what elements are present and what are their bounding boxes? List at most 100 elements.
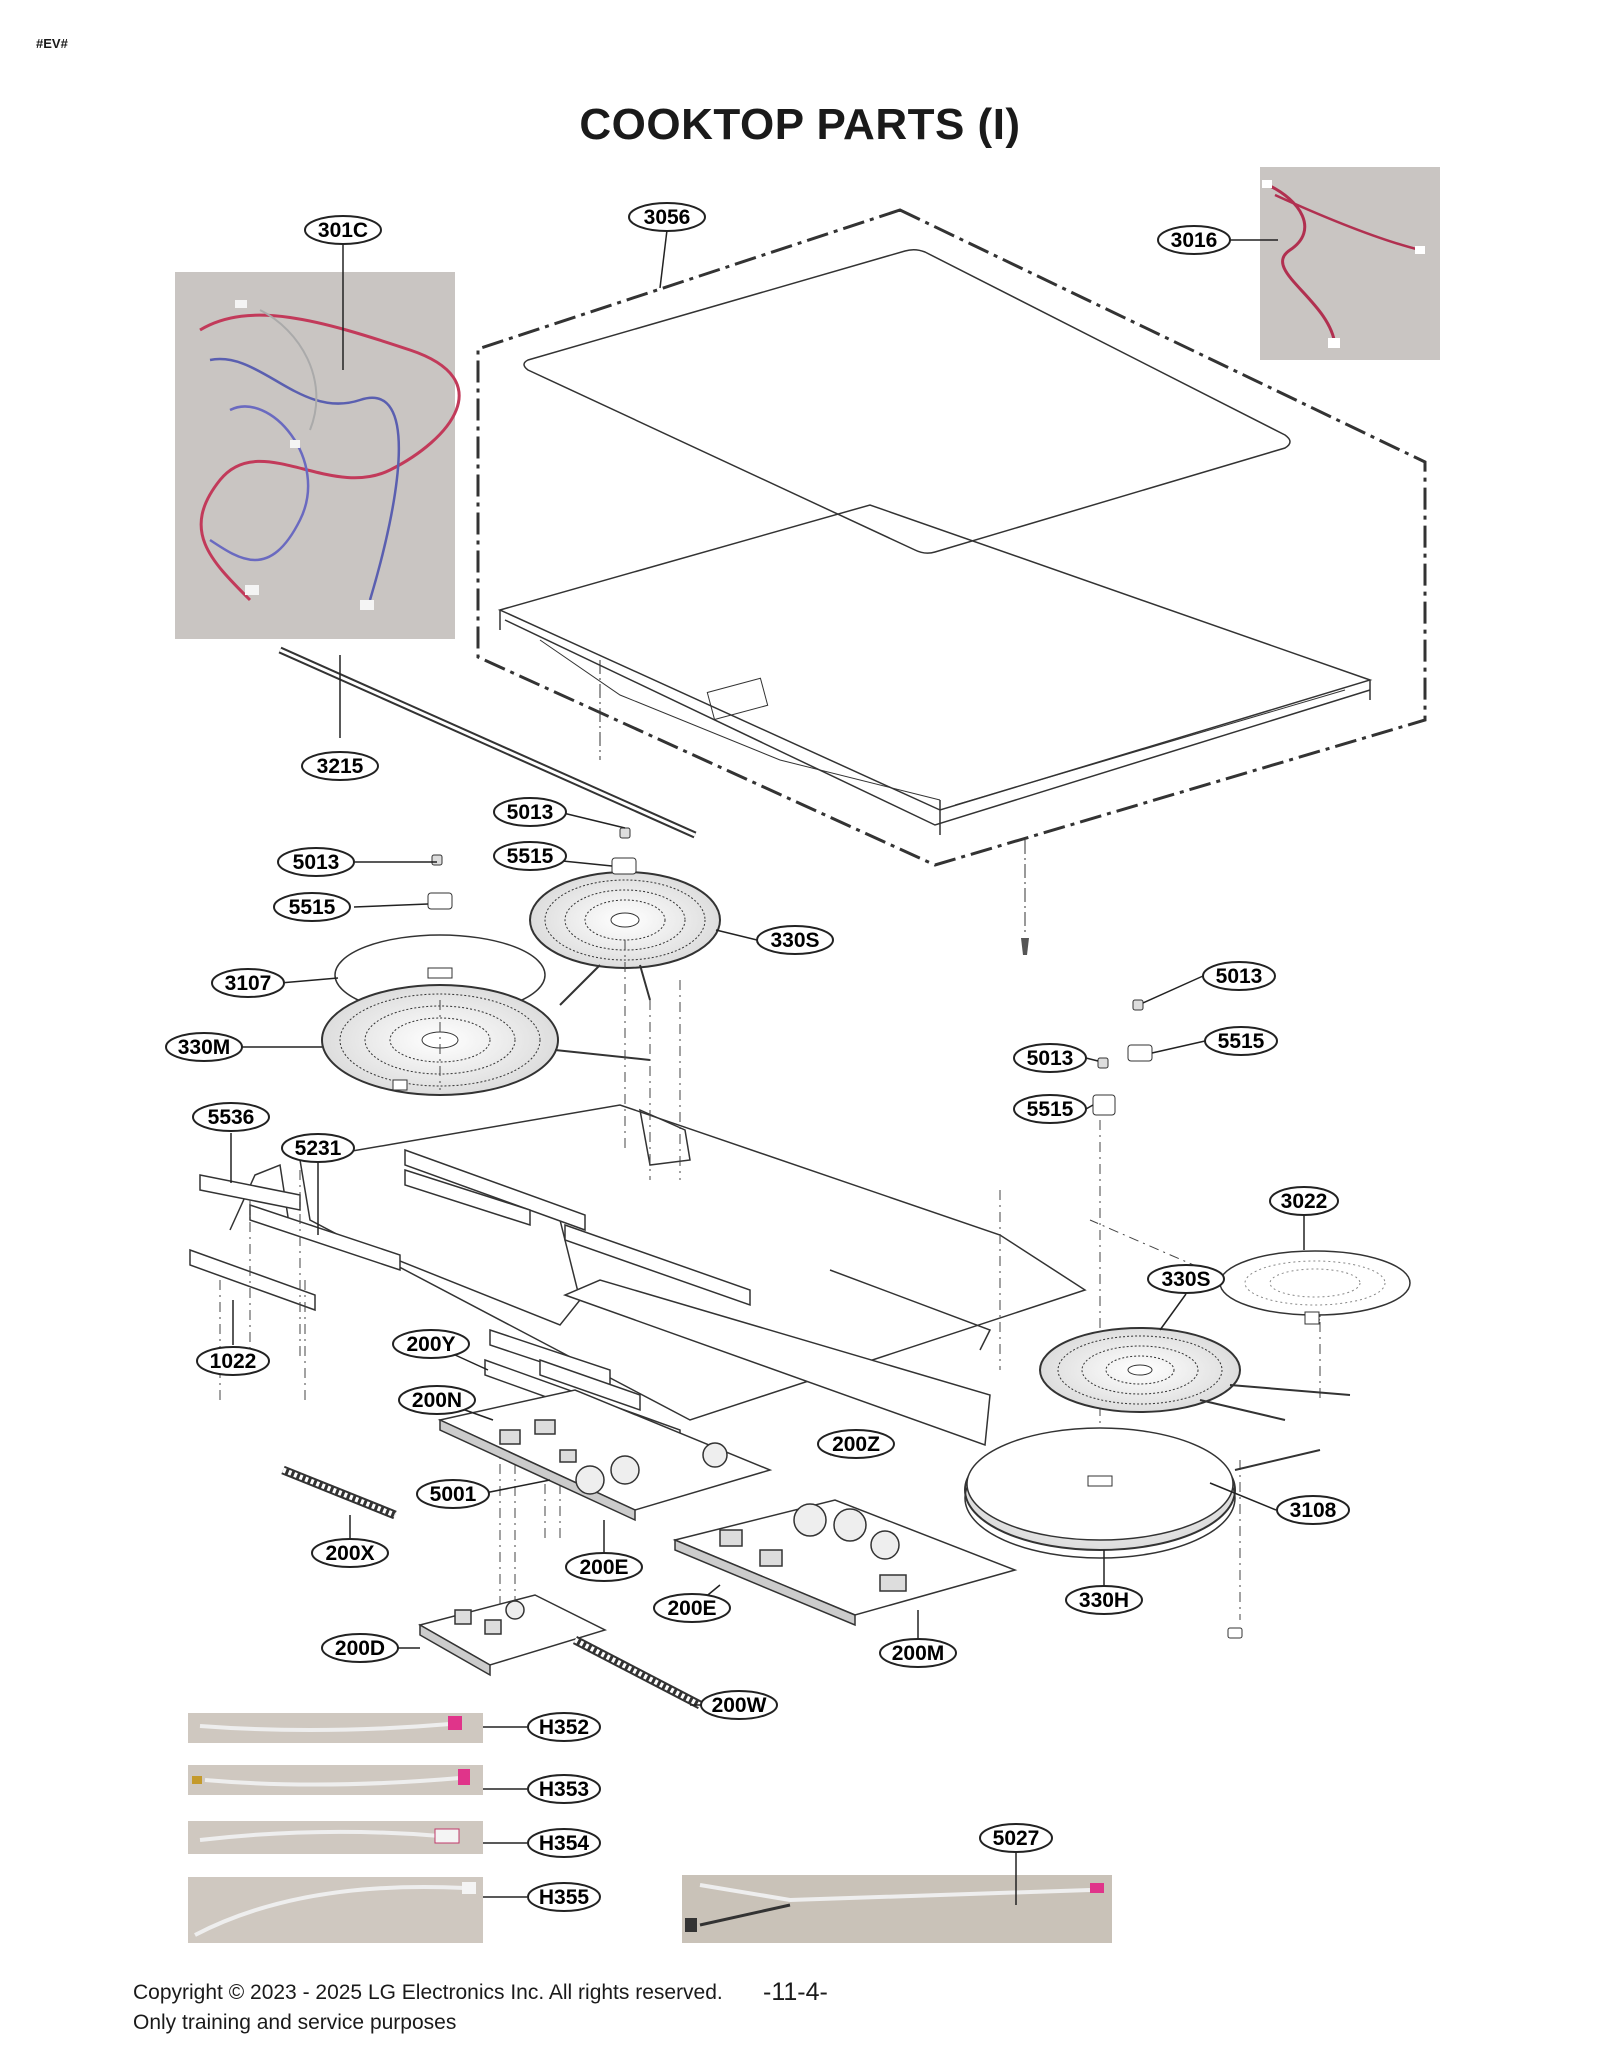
sensor-photo-5027 xyxy=(682,1875,1112,1943)
callout-5536: 5536 xyxy=(192,1102,270,1132)
part-number: 330H xyxy=(1079,1589,1129,1612)
callout-200Z: 200Z xyxy=(817,1429,895,1459)
part-number: 330S xyxy=(1161,1268,1210,1291)
wire-harness-photo-3016 xyxy=(1260,167,1440,360)
callout-330S-b: 330S xyxy=(1147,1264,1225,1294)
part-number: 200D xyxy=(335,1637,385,1660)
part-number: 200E xyxy=(579,1556,628,1579)
pcb-200D xyxy=(418,1594,608,1677)
callout-H353: H353 xyxy=(527,1774,601,1804)
part-number: 3022 xyxy=(1281,1190,1328,1213)
callout-330H: 330H xyxy=(1065,1585,1143,1615)
part-number: 200Y xyxy=(406,1333,455,1356)
callout-3215: 3215 xyxy=(301,751,379,781)
brackets-5515-right xyxy=(1092,999,1243,1639)
part-number: H355 xyxy=(539,1886,590,1909)
callout-200M: 200M xyxy=(879,1638,957,1668)
callout-5013-a: 5013 xyxy=(493,797,567,827)
callout-330M: 330M xyxy=(165,1032,243,1062)
part-number: 5515 xyxy=(1218,1030,1265,1053)
callout-5515-d: 5515 xyxy=(1013,1094,1087,1124)
part-number: 5515 xyxy=(507,845,554,868)
part-number: 5013 xyxy=(1216,965,1263,988)
part-number: 3215 xyxy=(317,755,364,778)
part-number: 1022 xyxy=(210,1350,257,1373)
strip-200X xyxy=(281,1465,397,1520)
part-number: 3016 xyxy=(1171,229,1218,252)
callout-3056: 3056 xyxy=(628,202,706,232)
part-number: 200Z xyxy=(832,1433,880,1456)
part-number: 200W xyxy=(712,1694,767,1717)
usage-notice: Only training and service purposes xyxy=(133,2011,457,2034)
sensor-photo-H353 xyxy=(188,1765,483,1795)
part-number: H353 xyxy=(539,1778,589,1801)
part-number: 5536 xyxy=(208,1106,255,1129)
cooktop-glass-frame-assembly xyxy=(476,208,1427,955)
page-number: -11-4- xyxy=(763,1978,828,2006)
callout-3107: 3107 xyxy=(211,968,285,998)
pcb-200N xyxy=(437,1389,773,1522)
part-number: 5013 xyxy=(1027,1047,1074,1070)
part-number: 5013 xyxy=(293,851,340,874)
callout-200W: 200W xyxy=(700,1690,778,1720)
part-number: 5231 xyxy=(295,1137,342,1160)
callout-200E-b: 200E xyxy=(653,1593,731,1623)
pcb-200M xyxy=(672,1499,1018,1627)
part-number: 301C xyxy=(318,219,368,242)
base-plate-assembly xyxy=(229,1104,1087,1447)
burner-330S-right xyxy=(1039,1327,1351,1421)
callout-3108: 3108 xyxy=(1276,1495,1350,1525)
part-number: 200M xyxy=(892,1642,945,1665)
footer-text: Copyright © 2023 - 2025 LG Electronics I… xyxy=(133,1978,723,2038)
trim-strip-3215 xyxy=(278,646,697,839)
callout-5013-d: 5013 xyxy=(1013,1043,1087,1073)
document-tag: #EV# xyxy=(36,36,68,51)
part-number: 3056 xyxy=(644,206,691,229)
wire-harness-photo-301C xyxy=(175,272,461,639)
callout-H354: H354 xyxy=(527,1828,601,1858)
callout-200D: 200D xyxy=(321,1633,399,1663)
callout-H355: H355 xyxy=(527,1882,601,1912)
callout-200X: 200X xyxy=(311,1538,389,1568)
callout-3022: 3022 xyxy=(1269,1186,1339,1216)
callout-5001: 5001 xyxy=(416,1479,490,1509)
callout-200Y: 200Y xyxy=(392,1329,470,1359)
part-number: H354 xyxy=(539,1832,590,1855)
callout-5515-b: 5515 xyxy=(273,892,351,922)
part-number: H352 xyxy=(539,1716,589,1739)
sensor-photo-H354 xyxy=(188,1821,483,1854)
callout-200N: 200N xyxy=(398,1385,476,1415)
part-number: 5515 xyxy=(289,896,336,919)
part-number: 330M xyxy=(178,1036,231,1059)
callout-5013-b: 5013 xyxy=(277,847,355,877)
callout-5013-c: 5013 xyxy=(1202,961,1276,991)
callout-330S-a: 330S xyxy=(756,925,834,955)
part-number: 5001 xyxy=(430,1483,477,1506)
callout-301C: 301C xyxy=(304,215,382,245)
part-number: 200E xyxy=(667,1597,716,1620)
part-number: 330S xyxy=(770,929,819,952)
part-number: 3107 xyxy=(225,972,272,995)
callout-H352: H352 xyxy=(527,1712,601,1742)
callout-5231: 5231 xyxy=(281,1133,355,1163)
callout-1022: 1022 xyxy=(196,1346,270,1376)
copyright-notice: Copyright © 2023 - 2025 LG Electronics I… xyxy=(133,1981,723,2004)
sensor-photo-H355 xyxy=(188,1877,483,1943)
part-number: 200X xyxy=(325,1542,374,1565)
part-number: 5027 xyxy=(993,1827,1040,1850)
burner-plate-3108 xyxy=(964,1427,1321,1559)
callout-5027: 5027 xyxy=(979,1823,1053,1853)
callout-5515-c: 5515 xyxy=(1204,1026,1278,1056)
callout-5515-a: 5515 xyxy=(493,841,567,871)
callout-3016: 3016 xyxy=(1157,225,1231,255)
page-title: COOKTOP PARTS (I) xyxy=(579,100,1021,149)
part-number: 200N xyxy=(412,1389,462,1412)
part-number: 3108 xyxy=(1290,1499,1337,1522)
part-number: 5013 xyxy=(507,801,554,824)
part-number: 5515 xyxy=(1027,1098,1074,1121)
strip-200W xyxy=(572,1636,703,1709)
callout-200E-a: 200E xyxy=(565,1552,643,1582)
sensor-photo-H352 xyxy=(188,1713,483,1743)
burner-330M xyxy=(321,984,651,1096)
